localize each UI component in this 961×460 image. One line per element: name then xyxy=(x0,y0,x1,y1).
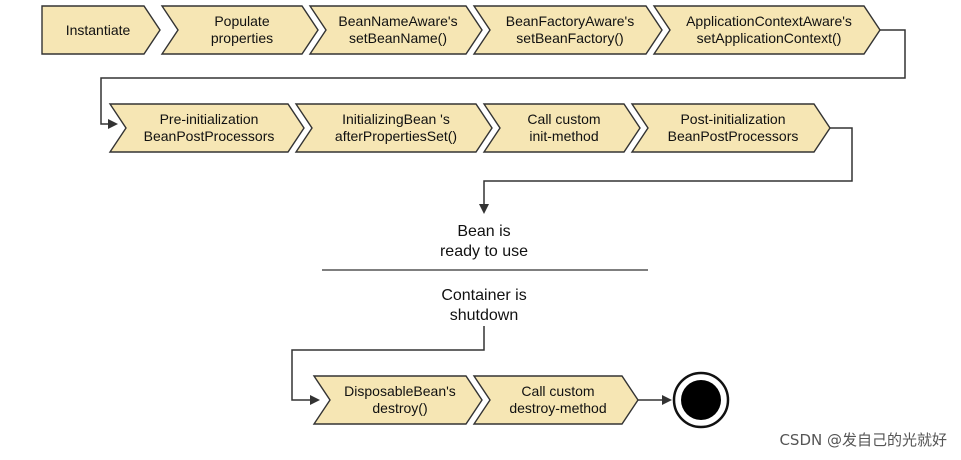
step-label: DisposableBean's destroy() xyxy=(344,383,456,416)
container-shutdown-text: Container is shutdown xyxy=(441,287,527,324)
step-shape xyxy=(472,375,639,425)
step-label: Post-initialization BeanPostProcessors xyxy=(667,111,799,144)
watermark: CSDN @发自己的光就好 xyxy=(779,431,947,449)
step-appcontextaware: ApplicationContextAware's setApplication… xyxy=(652,5,881,55)
step-label: Instantiate xyxy=(65,21,131,38)
step-label: Call custom init-method xyxy=(527,111,601,144)
step-postinit: Post-initialization BeanPostProcessors xyxy=(630,103,831,153)
step-label: ApplicationContextAware's setApplication… xyxy=(686,13,852,46)
connector-row2-ready xyxy=(479,127,853,214)
step-populate: Populate properties xyxy=(160,5,319,55)
final-state-inner xyxy=(681,380,721,420)
step-instantiate: Instantiate xyxy=(41,5,161,55)
step-label: InitializingBean 's afterPropertiesSet() xyxy=(334,111,458,144)
step-custominit: Call custom init-method xyxy=(482,103,641,153)
step-label: BeanNameAware's setBeanName() xyxy=(338,13,458,46)
step-shape xyxy=(482,103,641,153)
step-shape xyxy=(312,375,483,425)
step-beannameaware: BeanNameAware's setBeanName() xyxy=(308,5,483,55)
connector-row1-row2 xyxy=(100,29,906,129)
step-disposable: DisposableBean's destroy() xyxy=(312,375,483,425)
step-shape xyxy=(294,103,493,153)
step-shape xyxy=(630,103,831,153)
step-label: Call custom destroy-method xyxy=(509,383,607,416)
step-shape xyxy=(41,5,161,55)
step-shape xyxy=(652,5,881,55)
step-customdestroy: Call custom destroy-method xyxy=(472,375,639,425)
step-shape xyxy=(308,5,483,55)
step-shape xyxy=(160,5,319,55)
connector-shutdown-row3 xyxy=(291,326,485,405)
step-label: BeanFactoryAware's setBeanFactory() xyxy=(505,13,635,46)
step-initializingbean: InitializingBean 's afterPropertiesSet() xyxy=(294,103,493,153)
step-label: Populate properties xyxy=(210,13,274,46)
step-shape xyxy=(472,5,663,55)
bean-ready-text: Bean is ready to use xyxy=(439,223,529,260)
step-shape xyxy=(108,103,305,153)
step-beanfactoryaware: BeanFactoryAware's setBeanFactory() xyxy=(472,5,663,55)
step-preinit: Pre-initialization BeanPostProcessors xyxy=(108,103,305,153)
step-label: Pre-initialization BeanPostProcessors xyxy=(143,111,275,144)
